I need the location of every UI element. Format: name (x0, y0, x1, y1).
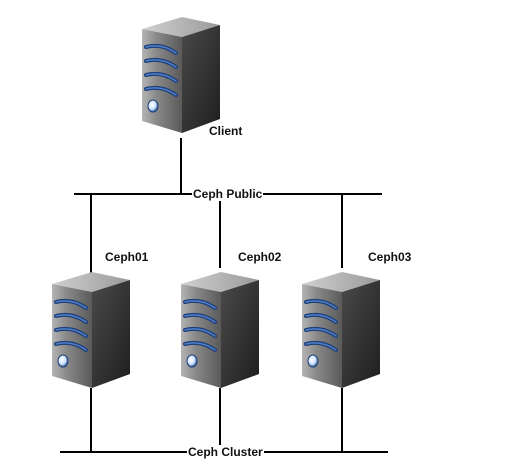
ceph02-label: Ceph02 (238, 250, 282, 264)
ceph02-server-icon (179, 270, 261, 390)
ceph-cluster-label: Ceph Cluster (187, 445, 264, 459)
client-server-icon (140, 15, 222, 135)
ceph01-server-icon (50, 270, 132, 390)
client-label: Client (209, 124, 243, 138)
ceph-public-label: Ceph Public (192, 187, 264, 201)
ceph01-label: Ceph01 (105, 250, 149, 264)
ceph03-server-icon (300, 270, 382, 390)
ceph03-label: Ceph03 (368, 250, 412, 264)
